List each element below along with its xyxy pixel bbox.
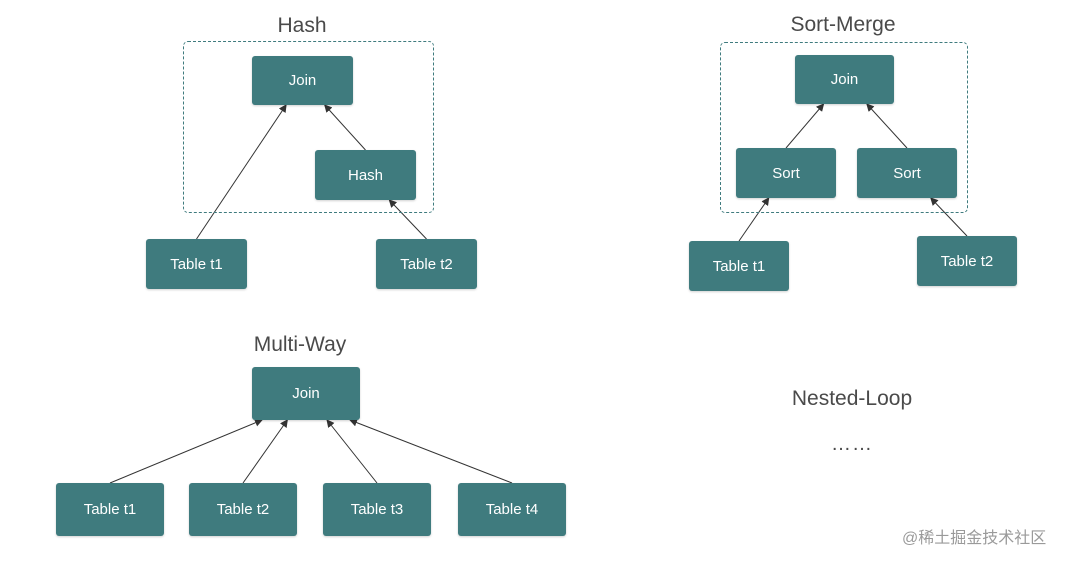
hash-group-box bbox=[183, 41, 434, 213]
edge-mw-table-t2-to-mw-join bbox=[242, 419, 288, 484]
edge-hash-table-t2-to-hash-build bbox=[388, 199, 427, 240]
multi-way-table-t2-node: Table t2 bbox=[189, 483, 297, 536]
sort-merge-sort-right-node: Sort bbox=[857, 148, 957, 198]
hash-table-t1-node: Table t1 bbox=[146, 239, 247, 289]
nested-loop-ellipsis: …… bbox=[831, 433, 873, 455]
multi-way-title: Multi-Way bbox=[253, 333, 347, 356]
multi-way-join-node: Join bbox=[252, 367, 360, 420]
sort-merge-table-t1-node: Table t1 bbox=[689, 241, 789, 291]
edge-hash-table-t1-to-hash-join bbox=[196, 104, 287, 240]
edge-mw-table-t3-to-mw-join bbox=[326, 419, 378, 484]
edge-hash-build-to-hash-join bbox=[324, 104, 366, 151]
multi-way-table-t4-node: Table t4 bbox=[458, 483, 566, 536]
edge-mw-table-t4-to-mw-join bbox=[349, 418, 513, 484]
edge-mw-table-t1-to-mw-join bbox=[109, 418, 263, 484]
hash-table-t2-node: Table t2 bbox=[376, 239, 477, 289]
sort-merge-sort-left-node: Sort bbox=[736, 148, 836, 198]
edge-sm-sort-right-to-sm-join bbox=[866, 103, 908, 149]
edge-sm-sort-left-to-sm-join bbox=[785, 103, 825, 149]
watermark-text: @稀土掘金技术社区 bbox=[902, 530, 1047, 547]
multi-way-table-t3-node: Table t3 bbox=[323, 483, 431, 536]
hash-title: Hash bbox=[277, 14, 327, 37]
sort-merge-group-box bbox=[720, 42, 968, 213]
sort-merge-table-t2-node: Table t2 bbox=[917, 236, 1017, 286]
nested-loop-title: Nested-Loop bbox=[791, 387, 913, 410]
hash-join-node: Join bbox=[252, 56, 353, 105]
hash-build-node: Hash bbox=[315, 150, 416, 200]
edge-sm-table-t1-to-sm-sort-left bbox=[738, 197, 770, 242]
sort-merge-join-node: Join bbox=[795, 55, 894, 104]
sort-merge-title: Sort-Merge bbox=[790, 13, 896, 36]
multi-way-table-t1-node: Table t1 bbox=[56, 483, 164, 536]
edge-sm-table-t2-to-sm-sort-right bbox=[930, 197, 968, 237]
